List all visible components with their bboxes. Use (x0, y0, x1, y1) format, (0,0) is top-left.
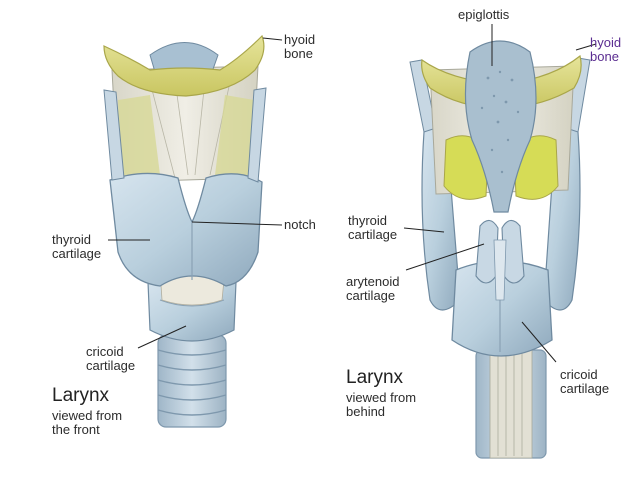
back-label-cricoid-line2: cartilage (560, 381, 610, 396)
back-label-cricoid-line1: cricoid (560, 367, 598, 382)
back-label-cricoid-cartilage: cricoid cartilage (560, 368, 609, 396)
back-epiglottis (464, 40, 537, 213)
front-hyoid-bone (103, 34, 265, 97)
back-label-arytenoid-cartilage: arytenoid cartilage (346, 275, 399, 303)
front-label-cricoid-line1: cricoid (86, 344, 124, 359)
back-label-hyoid-bone: hyoid bone (590, 36, 621, 64)
front-label-hyoid-line2: bone (284, 46, 313, 61)
front-trachea (157, 334, 227, 428)
front-caption-line2: the front (52, 422, 100, 437)
front-label-thyroid-line2: cartilage (52, 246, 102, 261)
back-trachea (475, 349, 547, 459)
front-thyroid-cartilage (109, 172, 263, 287)
front-epiglottis-tip (149, 42, 219, 73)
back-caption-line2: behind (346, 404, 386, 419)
back-label-thyroid-line2: cartilage (348, 227, 398, 242)
back-label-hyoid-line1: hyoid (590, 35, 622, 50)
back-label-epiglottis: epiglottis (458, 8, 509, 22)
back-view (409, 40, 591, 459)
front-label-hyoid-line1: hyoid (284, 32, 316, 47)
back-label-thyroid-line1: thyroid (348, 213, 388, 228)
back-caption-line1: viewed from (346, 390, 417, 405)
front-label-cricoid-line2: cartilage (86, 358, 136, 373)
back-label-arytenoid-line2: cartilage (346, 288, 396, 303)
front-label-notch: notch (284, 218, 316, 232)
back-label-epiglottis-text: epiglottis (458, 7, 510, 22)
front-label-thyroid-cartilage: thyroid cartilage (52, 233, 101, 261)
front-label-hyoid-bone: hyoid bone (284, 33, 315, 61)
front-label-thyroid-line1: thyroid (52, 232, 92, 247)
front-view (103, 34, 267, 428)
back-label-hyoid-line2: bone (590, 49, 619, 64)
leader-lines (108, 24, 597, 363)
front-label-cricoid-cartilage: cricoid cartilage (86, 345, 135, 373)
back-caption-title: Larynx (346, 367, 404, 388)
back-caption-subtitle: viewed from behind (346, 391, 416, 419)
front-caption-line1: viewed from (52, 408, 123, 423)
front-caption-subtitle: viewed from the front (52, 409, 122, 437)
back-label-arytenoid-line1: arytenoid (346, 274, 400, 289)
front-caption-title: Larynx (52, 385, 110, 406)
back-label-thyroid-cartilage: thyroid cartilage (348, 214, 397, 242)
front-label-notch-text: notch (284, 217, 316, 232)
